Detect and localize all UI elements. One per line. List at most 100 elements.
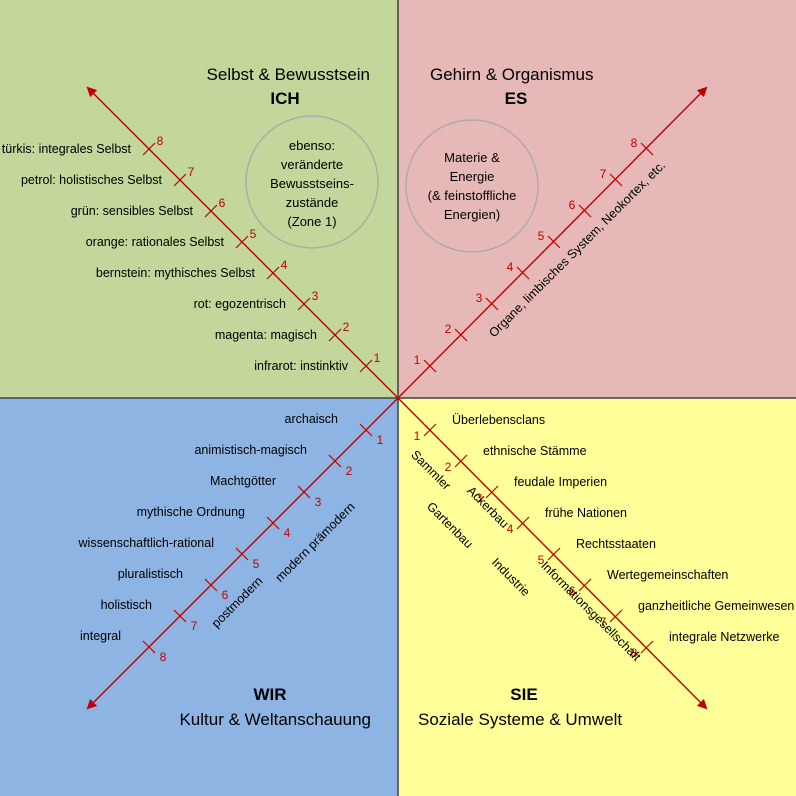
axis-tick	[578, 204, 592, 218]
level-label: holistisch	[101, 598, 152, 612]
axis-tick	[173, 173, 187, 187]
axis-tick	[485, 297, 499, 311]
axis-tick	[204, 578, 218, 592]
axis-tick	[547, 235, 561, 249]
axis-upper-left	[86, 86, 399, 399]
level-number: 4	[281, 258, 288, 272]
level-number: 2	[445, 322, 452, 336]
axis-lower-right	[397, 397, 708, 710]
axis-tick	[173, 609, 187, 623]
circle-text-line: Energie	[450, 169, 495, 184]
level-label: Überlebensclans	[452, 413, 545, 427]
axis-tick	[423, 423, 437, 437]
axis-tick	[328, 454, 342, 468]
level-label: pluralistisch	[118, 567, 183, 581]
level-number: 3	[476, 291, 483, 305]
level-number: 2	[445, 460, 452, 474]
level-label: animistisch-magisch	[194, 443, 307, 457]
level-label: Machtgötter	[210, 474, 276, 488]
level-number: 6	[569, 584, 576, 598]
level-label: bernstein: mythisches Selbst	[96, 266, 256, 280]
circle-text-line: veränderte	[281, 157, 343, 172]
level-number: 2	[346, 464, 353, 478]
level-number: 7	[188, 165, 195, 179]
level-number: 1	[374, 351, 381, 365]
axis-tick	[578, 578, 592, 592]
axis-tick	[297, 297, 311, 311]
level-label: wissenschaftlich-rational	[78, 536, 214, 550]
level-label: integral	[80, 629, 121, 643]
circle-text-line: Materie &	[444, 150, 500, 165]
level-number: 5	[538, 229, 545, 243]
axis-tick	[359, 359, 373, 373]
level-number: 8	[157, 134, 164, 148]
level-number: 1	[377, 433, 384, 447]
circle-matter-energy	[405, 119, 539, 253]
quadrant-ll-head: WIR	[253, 685, 286, 704]
axis-lower-left	[86, 397, 399, 710]
circle-states-of-consciousness	[245, 115, 379, 249]
axis-tick	[204, 204, 218, 218]
level-number: 4	[284, 526, 291, 540]
axis-tick	[516, 516, 530, 530]
axis-tick	[454, 454, 468, 468]
level-number: 7	[600, 615, 607, 629]
axis-tick	[142, 640, 156, 654]
level-label: rot: egozentrisch	[194, 297, 286, 311]
axis-tick	[328, 328, 342, 342]
level-label: Rechtsstaaten	[576, 537, 656, 551]
level-number: 2	[343, 320, 350, 334]
level-number: 5	[250, 227, 257, 241]
axis-tick	[266, 266, 280, 280]
axis-tick	[609, 609, 623, 623]
level-number: 4	[507, 260, 514, 274]
level-label: archaisch	[285, 412, 339, 426]
axis-tick	[640, 640, 654, 654]
level-number: 8	[631, 646, 638, 660]
axis-tick	[423, 359, 437, 373]
quadrant-ul-title: Selbst & Bewusstsein	[207, 65, 370, 84]
level-number: 3	[476, 491, 483, 505]
circle-ur-text: Materie & Energie (& feinstofflicheEnergie…	[428, 150, 517, 222]
level-label: mythische Ordnung	[137, 505, 245, 519]
level-label: ethnische Stämme	[483, 444, 587, 458]
circle-text-line: Energien)	[444, 207, 500, 222]
quadrant-ur-title: Gehirn & Organismus	[430, 65, 593, 84]
level-number: 3	[312, 289, 319, 303]
level-number: 8	[160, 650, 167, 664]
level-number: 1	[414, 353, 421, 367]
level-label: infrarot: instinktiv	[254, 359, 349, 373]
level-label: petrol: holistisches Selbst	[21, 173, 163, 187]
level-number: 6	[569, 198, 576, 212]
axis-tick	[640, 142, 654, 156]
circle-ul-text: ebenso:veränderteBewusstseins-zustände(Z…	[270, 138, 354, 229]
level-label: frühe Nationen	[545, 506, 627, 520]
quadrant-lr-head: SIE	[510, 685, 537, 704]
axis-tick	[266, 516, 280, 530]
level-number: 5	[253, 557, 260, 571]
quadrant-lr-title: Soziale Systeme & Umwelt	[418, 710, 622, 729]
circle-text-line: ebenso:	[289, 138, 335, 153]
quadrant-ul-head: ICH	[270, 89, 299, 108]
level-number: 7	[191, 619, 198, 633]
axis-tick	[142, 142, 156, 156]
level-label: grün: sensibles Selbst	[71, 204, 194, 218]
axis-tick	[235, 235, 249, 249]
level-label: türkis: integrales Selbst	[2, 142, 132, 156]
axis-tick	[297, 485, 311, 499]
circle-text-line: (& feinstoffliche	[428, 188, 517, 203]
axis-ticks	[142, 142, 654, 654]
level-number: 6	[219, 196, 226, 210]
level-number: 6	[222, 588, 229, 602]
circle-text-line: (Zone 1)	[287, 214, 336, 229]
level-number: 4	[507, 522, 514, 536]
axis-tick	[547, 547, 561, 561]
level-label: feudale Imperien	[514, 475, 607, 489]
level-label: integrale Netzwerke	[669, 630, 780, 644]
axis-tick	[235, 547, 249, 561]
axis-tick	[516, 266, 530, 280]
axis-tick	[485, 485, 499, 499]
level-number: 5	[538, 553, 545, 567]
level-number: 7	[600, 167, 607, 181]
